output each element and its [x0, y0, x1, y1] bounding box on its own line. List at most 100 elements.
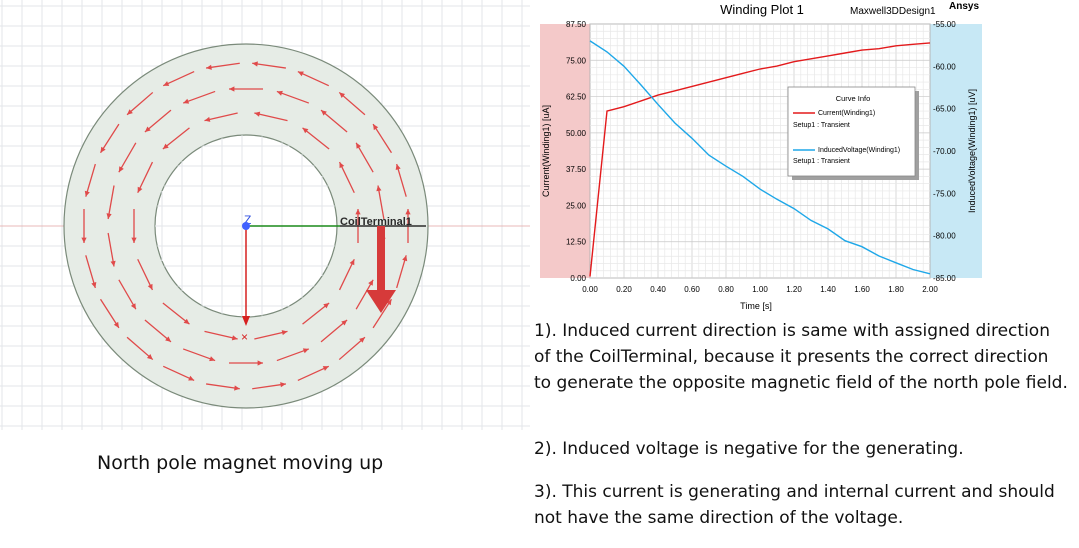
- current-arrow: [131, 209, 137, 243]
- y-tick-label-right: -55.00: [933, 20, 956, 29]
- current-arrow: [395, 163, 407, 197]
- current-arrow: [276, 90, 310, 104]
- current-arrow: [144, 319, 172, 343]
- current-arrow: [206, 62, 240, 70]
- current-arrow: [81, 209, 87, 243]
- x-tick-label: 0.00: [582, 285, 598, 294]
- current-arrow: [338, 336, 366, 361]
- y-tick-label-right: -75.00: [933, 189, 956, 198]
- current-arrow: [137, 161, 154, 194]
- x-axis-label: Time [s]: [740, 301, 772, 311]
- current-arrow: [372, 123, 393, 154]
- current-arrow: [106, 185, 115, 220]
- model-view: Z × CoilTerminal1 North pole magnet movi…: [0, 0, 530, 543]
- y-tick-label-left: 62.50: [566, 93, 587, 102]
- series-induced-voltage: [589, 40, 931, 275]
- chart-title: Winding Plot 1: [720, 2, 804, 17]
- terminal-label: CoilTerminal1: [340, 216, 412, 228]
- current-arrow: [137, 258, 154, 291]
- y-axis-label-right: InducedVoltage(Winding1) [uV]: [967, 89, 977, 213]
- x-tick-label: 0.80: [718, 285, 734, 294]
- y-tick-label-left: 12.50: [566, 238, 587, 247]
- current-arrow: [372, 298, 393, 329]
- y-axis-arrowhead: [242, 316, 250, 326]
- current-arrow: [252, 61, 286, 69]
- y-tick-label-left: 50.00: [566, 129, 587, 138]
- current-arrow: [162, 70, 195, 87]
- y-tick-label-right: -60.00: [933, 62, 956, 71]
- current-arrow: [107, 232, 116, 267]
- x-tick-label: 0.40: [650, 285, 666, 294]
- y-tick-label-right: -85.00: [933, 274, 956, 283]
- winding-plot-svg: 0.00 0.20 0.40 0.60 0.80 1.00 1.20 1.40 1.60 1.80…: [540, 1, 982, 311]
- axis-z-label: Z: [244, 213, 251, 227]
- legend-setup-voltage: Setup1 : Transient: [793, 158, 850, 165]
- x-tick-label: 1.20: [786, 285, 802, 294]
- x-tick-label: 0.60: [684, 285, 700, 294]
- chart-series: [589, 40, 931, 277]
- legend-setup-current: Setup1 : Transient: [793, 122, 850, 129]
- x-tick-label: 1.60: [854, 285, 870, 294]
- current-arrow: [297, 70, 330, 87]
- y-axis-label-left: Current(Winding1) [uA]: [541, 105, 551, 197]
- current-arrow: [302, 127, 330, 150]
- current-arrow: [182, 348, 216, 362]
- current-arrow: [252, 382, 286, 390]
- axis-x-marker: ×: [241, 330, 248, 344]
- current-arrow: [229, 360, 263, 366]
- current-arrow: [99, 298, 120, 329]
- x-tick-label: 1.40: [820, 285, 836, 294]
- chart-ticks: 0.00 0.20 0.40 0.60 0.80 1.00 1.20 1.40 1.60 1.80…: [566, 20, 956, 294]
- y-tick-label-left: 87.50: [566, 20, 587, 29]
- note-3: 3). This current is generating and inter…: [534, 482, 1055, 528]
- current-arrow: [204, 112, 238, 122]
- x-tick-label: 1.00: [752, 285, 768, 294]
- current-arrow: [206, 383, 240, 391]
- current-arrow: [320, 109, 348, 133]
- note-2: 2). Induced voltage is negative for the …: [534, 439, 964, 459]
- current-arrow: [162, 365, 195, 382]
- terminal-arrowhead: [366, 290, 396, 313]
- y-tick-label-left: 25.00: [566, 201, 587, 210]
- current-arrow: [302, 302, 330, 325]
- series-current: [589, 42, 931, 277]
- current-arrow: [396, 255, 408, 289]
- current-arrow: [118, 142, 137, 173]
- y-tick-label-right: -70.00: [933, 147, 956, 156]
- project-label: Maxwell3DDesign1: [850, 6, 936, 17]
- terminal-arrow-shaft: [377, 226, 385, 292]
- current-arrow: [126, 336, 154, 361]
- legend: Curve Info Current(Winding1) Setup1 : Tr…: [787, 86, 919, 180]
- current-arrow: [254, 330, 288, 340]
- chart-panel: 0.00 0.20 0.40 0.60 0.80 1.00 1.20 1.40 1.60 1.80…: [530, 0, 1079, 543]
- current-arrow: [320, 319, 348, 343]
- x-tick-label: 2.00: [922, 285, 938, 294]
- current-arrow: [162, 127, 190, 150]
- coil-model-svg: Z × CoilTerminal1: [0, 0, 530, 430]
- y-tick-label-left: 37.50: [566, 165, 587, 174]
- origin-point: [242, 222, 250, 230]
- current-arrow: [338, 91, 366, 116]
- legend-entry-current: Current(Winding1): [818, 110, 875, 117]
- current-arrow: [276, 348, 310, 362]
- note-1: 1). Induced current direction is same wi…: [534, 321, 1068, 393]
- current-arrow: [204, 330, 238, 341]
- y-tick-label-right: -65.00: [933, 105, 956, 114]
- current-arrow: [99, 123, 120, 154]
- current-arrow: [144, 109, 172, 133]
- caption: North pole magnet moving up: [97, 452, 384, 474]
- x-tick-label: 0.20: [616, 285, 632, 294]
- y-tick-label-left: 75.00: [566, 56, 587, 65]
- y-tick-label-left: 0.00: [570, 274, 586, 283]
- current-arrow: [84, 163, 96, 197]
- current-arrow: [297, 365, 330, 382]
- current-arrow: [355, 142, 374, 173]
- x-tick-label: 1.80: [888, 285, 904, 294]
- current-arrow: [376, 185, 385, 220]
- legend-entry-voltage: InducedVoltage(Winding1): [818, 147, 900, 154]
- current-arrow: [338, 161, 355, 194]
- current-arrow: [126, 91, 154, 116]
- legend-title: Curve Info: [836, 94, 871, 103]
- current-arrow: [162, 302, 190, 325]
- brand-label: Ansys: [949, 1, 979, 12]
